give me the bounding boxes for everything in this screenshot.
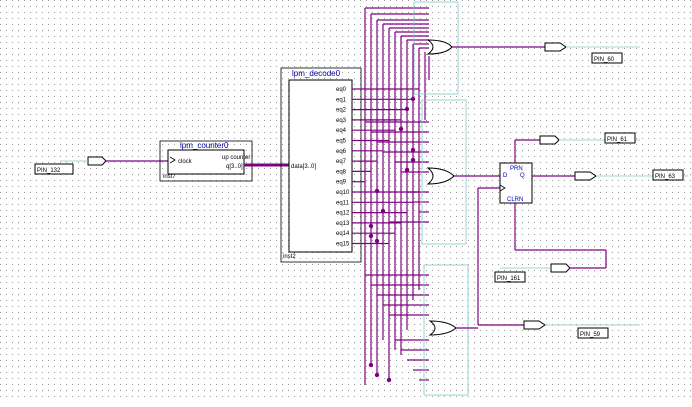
- or-gate-middle[interactable]: [421, 99, 502, 245]
- decoder-inst: inst2: [283, 254, 296, 260]
- decoder-output-eq6: eq6: [336, 149, 347, 155]
- decoder-output-eq2: eq2: [336, 108, 347, 114]
- decoder-output-eq9: eq9: [336, 180, 347, 186]
- decoder-output-eq1: eq1: [336, 97, 347, 103]
- counter-block[interactable]: lpm_counter0 clock up counter q[3..0] in…: [159, 140, 253, 182]
- decoder-output-eq11: eq11: [336, 200, 350, 206]
- counter-inst: inst7: [163, 174, 176, 180]
- output-pin-60[interactable]: PIN_60: [544, 42, 640, 64]
- pin-132-label: PIN_132: [37, 168, 61, 174]
- decoder-output-eq8: eq8: [336, 169, 347, 175]
- dff-prn-port: PRN: [510, 166, 523, 172]
- counter-q-port: q[3..0]: [226, 164, 243, 170]
- or-gate-top[interactable]: [413, 1, 545, 95]
- counter-clock-port: clock: [178, 159, 193, 165]
- pin-161-label: PIN_161: [497, 276, 521, 282]
- input-pin-clk[interactable]: PIN_132: [34, 156, 170, 175]
- decoder-output-eq5: eq5: [336, 139, 347, 145]
- pin-63-label: PIN_63: [655, 174, 676, 180]
- decoder-output-eq0: eq0: [336, 87, 347, 93]
- decoder-output-eq3: eq3: [336, 118, 347, 124]
- junction-dots: [368, 96, 416, 383]
- decoder-data-port: data[3..0]: [291, 164, 316, 170]
- dff-d-port: D: [503, 173, 508, 179]
- pin-61-label: PIN_61: [607, 137, 628, 143]
- routing-verticals: [364, 7, 430, 385]
- output-pin-59[interactable]: PIN_59: [523, 320, 640, 339]
- decoder-block[interactable]: lpm_decode0 data[3..0] inst2 eq0eq1eq2eq…: [280, 67, 362, 263]
- input-pin-61[interactable]: PIN_61: [539, 132, 640, 145]
- decoder-output-eq15: eq15: [336, 242, 350, 248]
- decoder-output-eq7: eq7: [336, 159, 347, 165]
- decoder-output-eq12: eq12: [336, 211, 350, 217]
- pin-59-label: PIN_59: [580, 332, 601, 338]
- decoder-output-eq10: eq10: [336, 190, 350, 196]
- counter-mode: up counter: [222, 155, 250, 161]
- decoder-output-eq4: eq4: [336, 128, 347, 134]
- or-gate-bottom[interactable]: [423, 264, 524, 396]
- dff-clrn-port: CLRN: [507, 197, 523, 203]
- pin-60-label: PIN_60: [594, 57, 615, 63]
- decoder-output-labels: eq0 eq1 eq2 eq3 eq4 eq5 eq6 eq7 eq8 eq9 eq10 eq11 eq…: [336, 87, 350, 248]
- d-flip-flop[interactable]: D Q CLRN PRN: [477, 139, 607, 325]
- output-pin-63[interactable]: PIN_63: [574, 169, 688, 181]
- dff-q-port: Q: [520, 173, 525, 179]
- decoder-title: lpm_decode0: [292, 69, 341, 78]
- decoder-output-eq14: eq14: [336, 231, 350, 237]
- decoder-output-eq13: eq13: [336, 221, 350, 227]
- input-pin-161[interactable]: PIN_161: [494, 263, 606, 283]
- counter-title: lpm_counter0: [180, 141, 229, 150]
